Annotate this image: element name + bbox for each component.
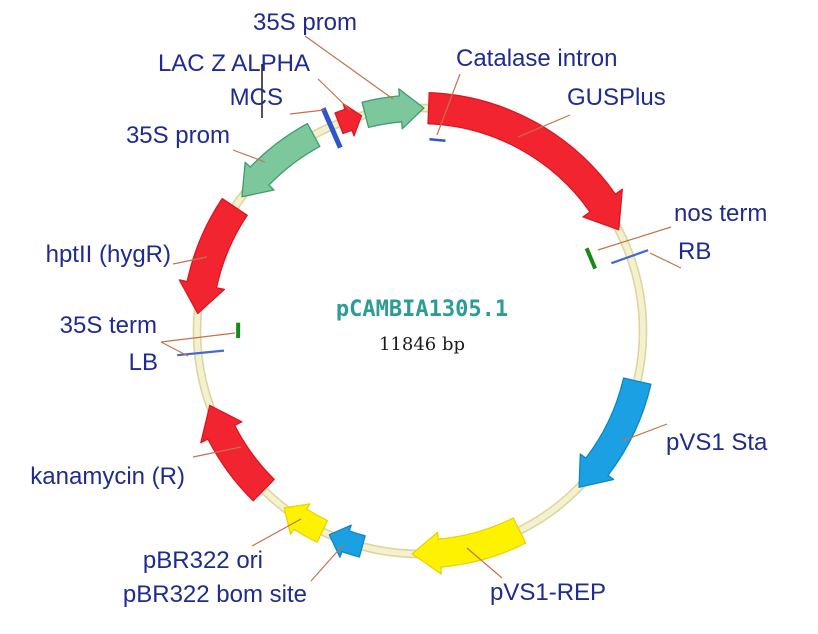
plasmid-name: pCAMBIA1305.1	[336, 297, 508, 322]
label-gusplus: GUSPlus	[567, 84, 666, 111]
label-35s-prom-top: 35S prom	[253, 9, 357, 36]
leader-pvs1-sta	[621, 423, 668, 442]
label-pvs1-sta: pVS1 Sta	[666, 429, 768, 456]
catalase-intron-tick	[429, 137, 446, 142]
leader-gusplus	[517, 114, 571, 138]
leader-catalase-intron	[436, 73, 461, 136]
label-pvs1-rep: pVS1-REP	[490, 579, 606, 606]
label-35s-prom-upper-left: 35S prom	[126, 122, 230, 149]
label-nos-term: nos term	[674, 200, 767, 227]
leader-35s-prom-top	[304, 35, 394, 100]
feature-pbr322-ori	[283, 503, 329, 543]
label-catalase-intron: Catalase intron	[456, 45, 617, 72]
leader-mcs	[289, 109, 325, 115]
feature-lac-z-alpha-arrow	[334, 103, 363, 137]
label-pbr322-bom-site: pBR322 bom site	[123, 581, 307, 608]
rb-tick	[611, 249, 649, 265]
leader-rb	[649, 252, 682, 269]
plasmid-graphics	[160, 35, 682, 582]
label-lac-z-alpha: LAC Z ALPHA	[158, 50, 310, 77]
leader-hptii	[172, 256, 208, 265]
label-mcs: MCS	[230, 84, 283, 111]
feature-pvs1-sta	[578, 377, 652, 488]
leader-pbr322-ori	[251, 518, 302, 547]
leader-nos-term	[597, 226, 672, 251]
leader-35s-term	[160, 332, 236, 343]
mcs-tick	[320, 107, 343, 149]
nos-term-tick	[584, 247, 598, 270]
feature-35s-prom-upper-left	[241, 122, 321, 198]
feature-kanamycin	[200, 404, 275, 502]
leader-lac-z-alpha	[317, 78, 351, 111]
leader-pbr322-bom-site	[310, 544, 344, 582]
leader-kanamycin	[192, 446, 242, 458]
label-pbr322-ori: pBR322 ori	[143, 547, 263, 574]
leader-pvs1-rep	[466, 547, 503, 579]
feature-pbr322-bom-site	[328, 524, 366, 558]
label-hptii: hptII (hygR)	[46, 241, 171, 268]
leader-35s-prom-upper-left	[232, 149, 266, 163]
plasmid-size: 11846 bp	[379, 334, 465, 355]
feature-hptii	[178, 197, 248, 315]
feature-gusplus	[427, 92, 623, 231]
label-rb: RB	[678, 238, 711, 265]
feature-35s-prom-top	[361, 88, 425, 130]
feature-pvs1-rep	[411, 517, 527, 575]
label-35s-term: 35S term	[60, 312, 157, 339]
label-lb: LB	[129, 349, 158, 376]
leader-lb	[160, 341, 189, 357]
label-kanamycin: kanamycin (R)	[30, 463, 185, 490]
